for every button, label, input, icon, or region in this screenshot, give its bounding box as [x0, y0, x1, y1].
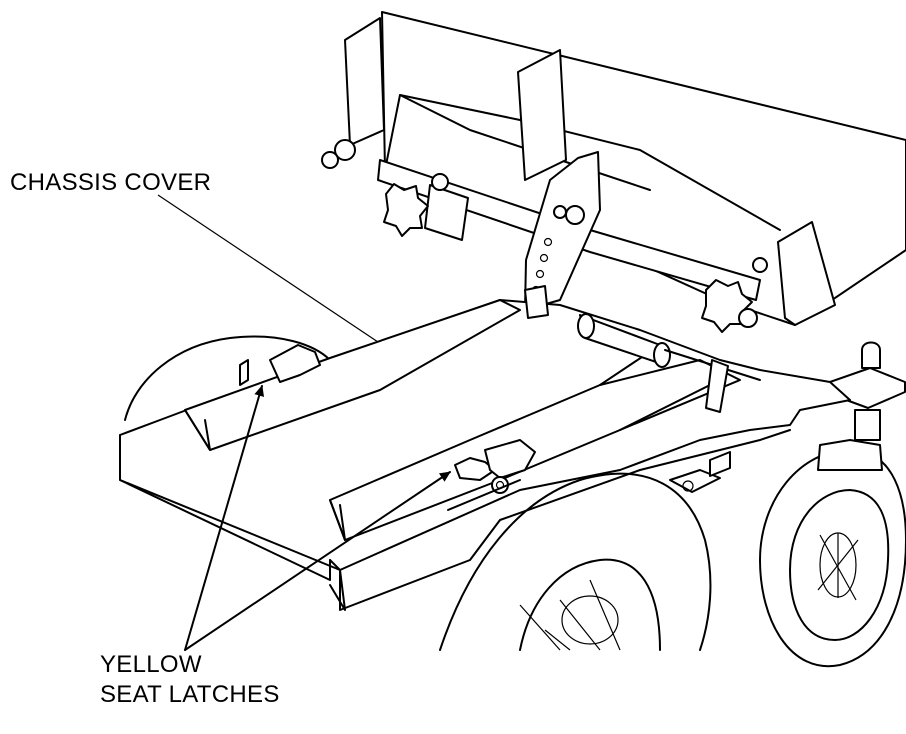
- rear-wheels: [124, 335, 712, 651]
- latch-arrow-right: [184, 471, 451, 651]
- seat-latches-label-line1: YELLOW: [100, 651, 202, 678]
- seat-latches: [239, 344, 536, 511]
- seat-latches-label-line2: SEAT LATCHES: [100, 681, 280, 708]
- chassis-cover-leader: [157, 194, 379, 343]
- chassis-body: [119, 285, 851, 611]
- leader-lines: [157, 194, 451, 651]
- latch-arrow-left: [184, 385, 264, 651]
- adjustment-knobs: [321, 139, 768, 333]
- chassis-cover-label: CHASSIS COVER: [10, 169, 212, 196]
- front-wheel: [759, 341, 906, 668]
